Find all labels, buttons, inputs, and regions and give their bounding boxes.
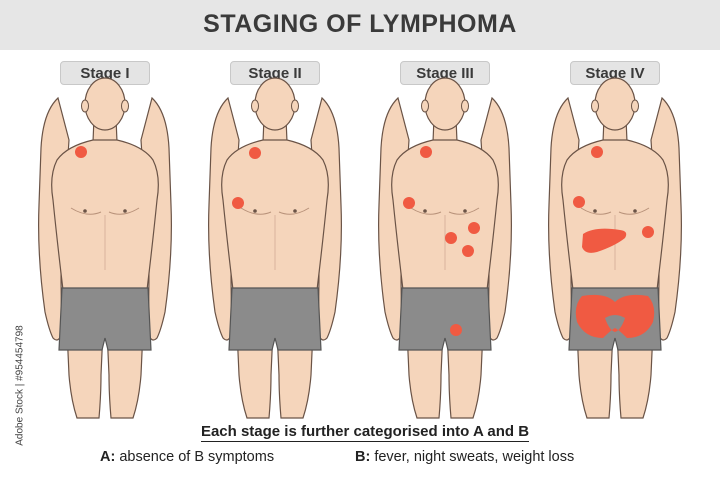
diagram-title: STAGING OF LYMPHOMA bbox=[203, 10, 517, 38]
note-a: A: absence of B symptoms bbox=[100, 449, 274, 465]
abdominal-node-lesion bbox=[445, 232, 457, 244]
axillary-node-lesion bbox=[232, 197, 244, 209]
liver-lesion bbox=[582, 228, 627, 253]
stage-4-label: Stage IV bbox=[570, 61, 660, 85]
title-bar bbox=[0, 0, 720, 50]
stock-credit: Adobe Stock | #954454798 bbox=[14, 325, 26, 446]
abdominal-node-lesion bbox=[468, 222, 480, 234]
note-a-text: absence of B symptoms bbox=[119, 449, 275, 465]
note-b-key: B: bbox=[355, 449, 371, 465]
neck-node-lesion bbox=[420, 146, 432, 158]
neck-node-lesion bbox=[591, 146, 603, 158]
groin-node-lesion bbox=[450, 324, 462, 336]
bone-marrow-lesion bbox=[575, 294, 655, 338]
axillary-node-lesion bbox=[573, 196, 585, 208]
note-heading: Each stage is further categorised into A… bbox=[0, 423, 720, 442]
note-heading-text: Each stage is further categorised into A… bbox=[200, 423, 530, 442]
abdominal-node-lesion bbox=[642, 226, 654, 238]
neck-node-lesion bbox=[75, 146, 87, 158]
axillary-node-lesion bbox=[403, 197, 415, 209]
stage-3-figure bbox=[378, 77, 512, 419]
abdominal-node-lesion bbox=[462, 245, 474, 257]
stage-1-figure bbox=[37, 77, 172, 419]
note-b-text: fever, night sweats, weight loss bbox=[374, 449, 575, 465]
stage-4-figure bbox=[547, 77, 683, 419]
note-a-key: A: bbox=[100, 449, 116, 465]
neck-node-lesion bbox=[249, 147, 261, 159]
note-b: B: fever, night sweats, weight loss bbox=[355, 449, 574, 465]
stage-2-figure bbox=[208, 77, 342, 419]
